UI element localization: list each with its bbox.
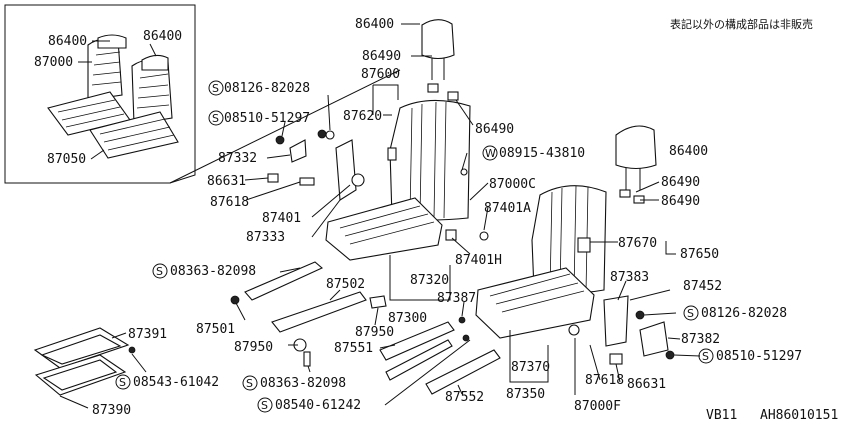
inset-label-87000: 87000 bbox=[34, 55, 73, 70]
label-87401: 87401 bbox=[262, 211, 301, 226]
label-87382: 87382 bbox=[681, 332, 720, 347]
seatback-left bbox=[387, 99, 471, 221]
floor-bracket bbox=[33, 327, 136, 396]
symbol-markers: S S W S S S S S S bbox=[115, 80, 714, 413]
label-87332: 87332 bbox=[218, 151, 257, 166]
inset-box: 86400 86400 87000 87050 bbox=[4, 4, 401, 184]
symbol-letter: S bbox=[119, 376, 126, 389]
symbol-letter: S bbox=[156, 265, 163, 278]
label-87383: 87383 bbox=[610, 270, 649, 285]
label-08510-right: 08510-51297 bbox=[716, 349, 802, 364]
symbol-letter: S bbox=[261, 399, 268, 412]
label-87501: 87501 bbox=[196, 322, 235, 337]
label-87390: 87390 bbox=[92, 403, 131, 418]
label-08543: 08543-61042 bbox=[133, 375, 219, 390]
header-note: 表記以外の構成部品は非販売 bbox=[670, 17, 813, 31]
slide-rail-upper bbox=[230, 261, 324, 305]
label-87620: 87620 bbox=[343, 109, 382, 124]
symbol-letter: S bbox=[702, 350, 709, 363]
symbol-letter: S bbox=[212, 112, 219, 125]
label-87391: 87391 bbox=[128, 327, 167, 342]
label-08363-bot: 08363-82098 bbox=[260, 376, 346, 391]
cushion-left bbox=[325, 197, 443, 261]
label-87333: 87333 bbox=[246, 230, 285, 245]
bolts-left bbox=[275, 129, 489, 241]
label-87650: 87650 bbox=[680, 247, 719, 262]
label-08126-right: 08126-82028 bbox=[701, 306, 787, 321]
label-87551: 87551 bbox=[334, 341, 373, 356]
inset-label-87050: 87050 bbox=[47, 152, 86, 167]
slide-rail-lower bbox=[271, 291, 387, 367]
recliner-bracket-left bbox=[267, 130, 365, 201]
inset-seat-left bbox=[47, 34, 131, 136]
label-87350: 87350 bbox=[506, 387, 545, 402]
label-87600: 87600 bbox=[361, 67, 400, 82]
inset-seat-right bbox=[89, 54, 179, 159]
label-86490-c: 86490 bbox=[661, 175, 700, 190]
label-86490-a: 86490 bbox=[362, 49, 401, 64]
label-87950-a: 87950 bbox=[355, 325, 394, 340]
headrest-right bbox=[615, 125, 657, 204]
label-87401A: 87401A bbox=[484, 201, 531, 216]
label-87000C: 87000C bbox=[489, 177, 536, 192]
label-86490-d: 86490 bbox=[661, 194, 700, 209]
label-87401H: 87401H bbox=[455, 253, 502, 268]
label-87618-right: 87618 bbox=[585, 373, 624, 388]
footer-code: AH86010151 bbox=[760, 408, 838, 423]
inset-label-86400-b: 86400 bbox=[143, 29, 182, 44]
part-labels: 86400 86490 87600 87620 86490 08126-8202… bbox=[92, 17, 802, 418]
label-87000F: 87000F bbox=[574, 399, 621, 414]
slide-rail-right bbox=[379, 316, 501, 395]
label-87618-left: 87618 bbox=[210, 195, 249, 210]
label-87320: 87320 bbox=[410, 273, 449, 288]
seatback-right bbox=[531, 185, 607, 294]
label-86400-top: 86400 bbox=[355, 17, 394, 32]
label-86631-left: 86631 bbox=[207, 174, 246, 189]
label-08540: 08540-61242 bbox=[275, 398, 361, 413]
label-87552: 87552 bbox=[445, 390, 484, 405]
symbol-letter: S bbox=[687, 307, 694, 320]
cushion-right bbox=[475, 267, 595, 339]
symbol-letter: W bbox=[485, 147, 496, 160]
headrest-guides-left bbox=[427, 83, 459, 101]
label-87300: 87300 bbox=[388, 311, 427, 326]
label-86490-b: 86490 bbox=[475, 122, 514, 137]
label-86631-right: 86631 bbox=[627, 377, 666, 392]
footer-model: VB11 bbox=[706, 408, 737, 423]
recliner-bracket-right bbox=[568, 295, 675, 365]
label-08915: 08915-43810 bbox=[499, 146, 585, 161]
symbol-letter: S bbox=[212, 82, 219, 95]
label-08510-top: 08510-51297 bbox=[224, 111, 310, 126]
inset-label-86400-a: 86400 bbox=[48, 34, 87, 49]
label-87950-b: 87950 bbox=[234, 340, 273, 355]
leader-lines bbox=[59, 23, 701, 409]
label-08363-top: 08363-82098 bbox=[170, 264, 256, 279]
headrest-left bbox=[421, 19, 455, 80]
label-87387: 87387 bbox=[437, 291, 476, 306]
symbol-letter: S bbox=[246, 377, 253, 390]
label-08126-top: 08126-82028 bbox=[224, 81, 310, 96]
label-87670: 87670 bbox=[618, 236, 657, 251]
label-87502: 87502 bbox=[326, 277, 365, 292]
label-87452: 87452 bbox=[683, 279, 722, 294]
label-86400-right: 86400 bbox=[669, 144, 708, 159]
label-87370: 87370 bbox=[511, 360, 550, 375]
